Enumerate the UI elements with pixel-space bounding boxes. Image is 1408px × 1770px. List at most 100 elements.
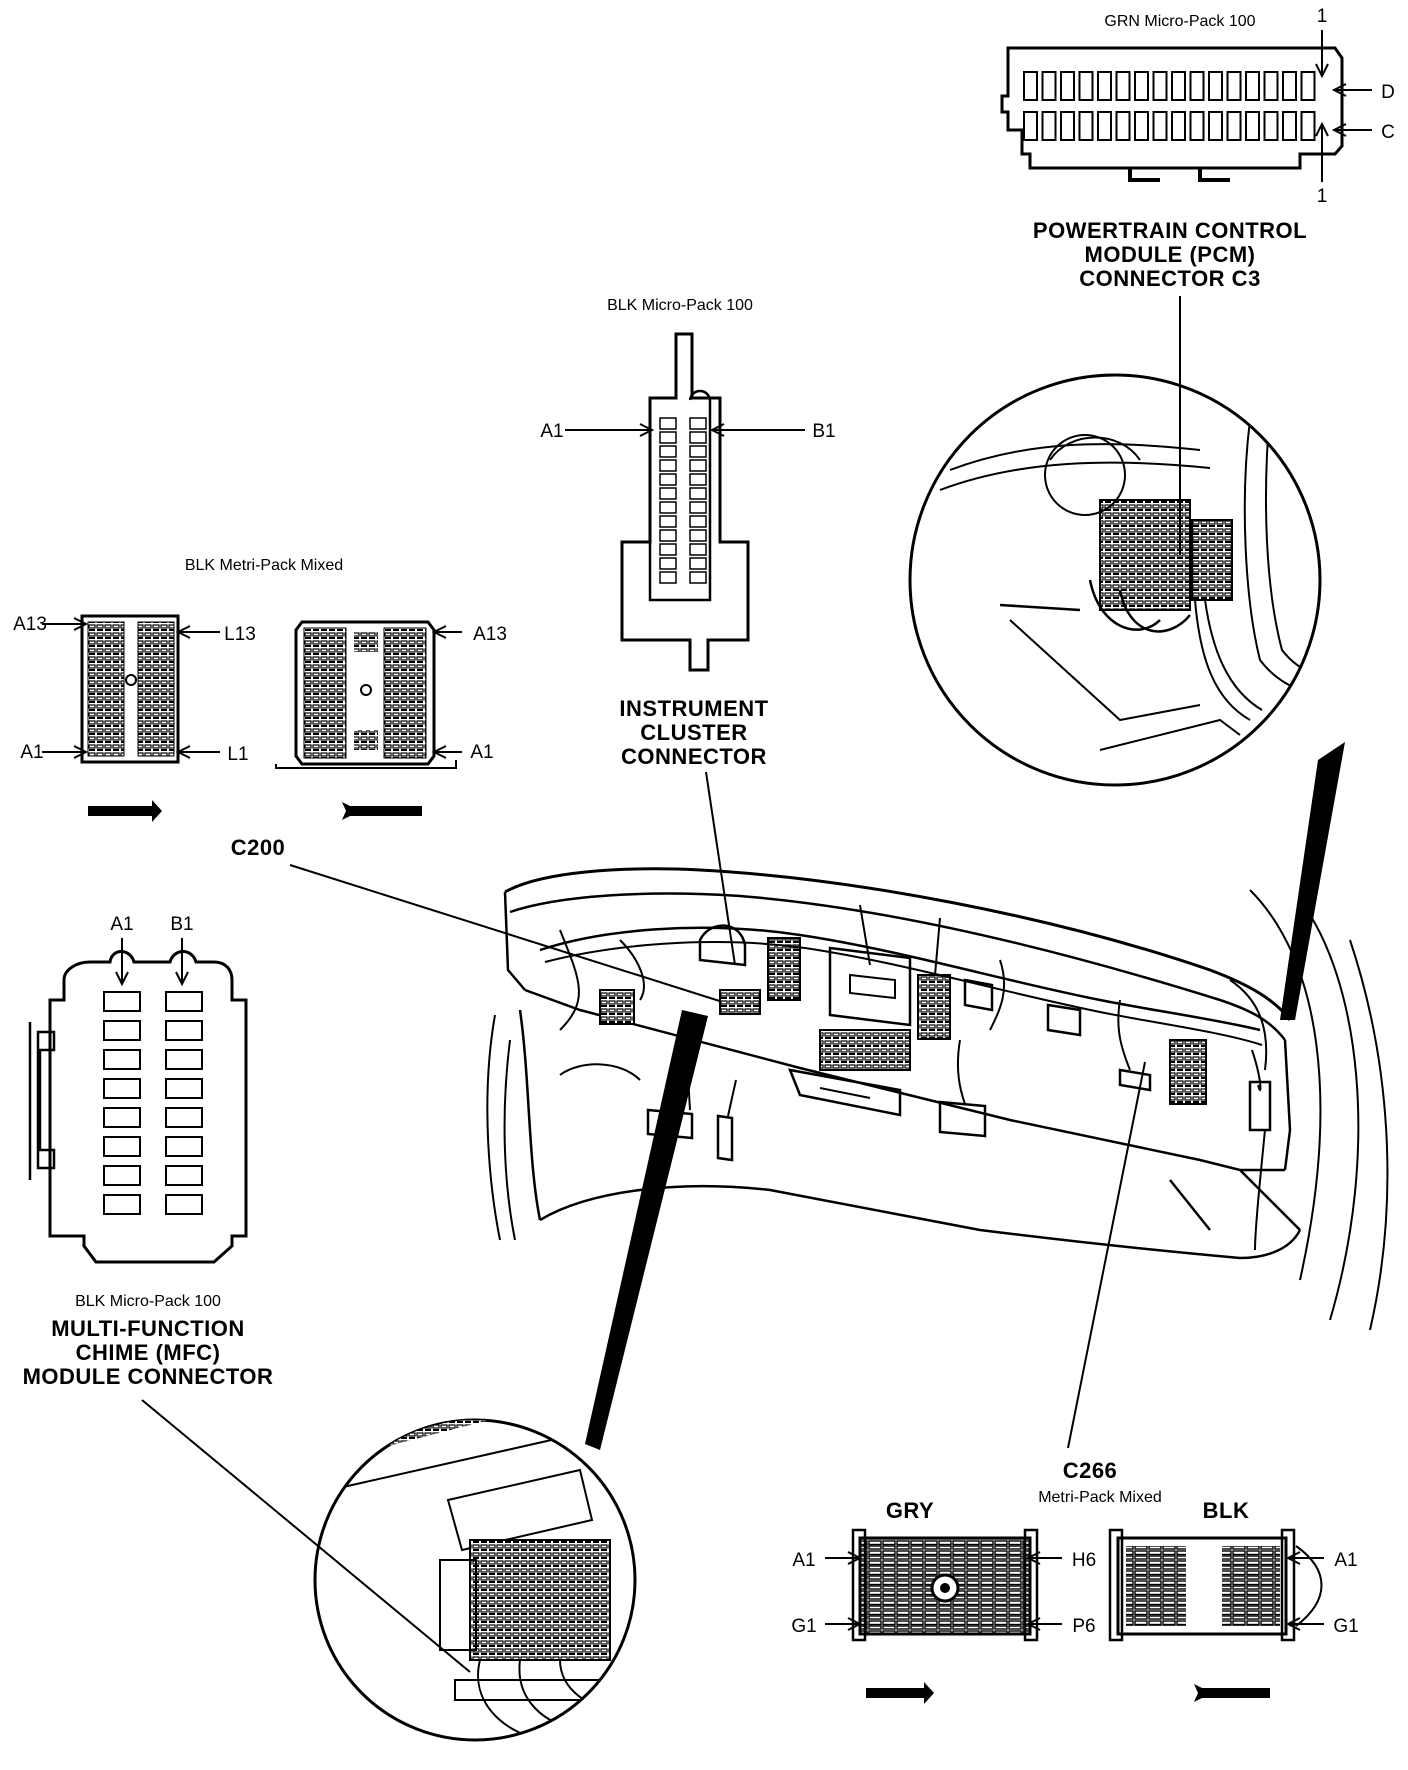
c266-id-label: C266 <box>1063 1458 1118 1483</box>
pcm-row-d-label: D <box>1381 82 1395 103</box>
cluster-pin-cavity <box>689 529 707 542</box>
cluster-pin-cavity <box>659 557 677 570</box>
pcm-caption-line-2: MODULE (PCM) <box>1085 242 1256 267</box>
pcm-caption-line-1: POWERTRAIN CONTROL <box>1033 218 1307 243</box>
mfc-pin-cavity <box>103 991 141 1012</box>
mfc-pin-cavity <box>165 1165 203 1186</box>
cluster-pin-cavity <box>689 487 707 500</box>
pcm-pin-cavity <box>1097 71 1112 101</box>
cluster-caption-line-1: INSTRUMENT <box>619 696 768 721</box>
mfc-pin-cavity <box>165 1020 203 1041</box>
pcm-pin-cavity <box>1171 111 1186 141</box>
pcm-pin-1-top: 1 <box>1317 6 1328 27</box>
pcm-caption-line-3: CONNECTOR C3 <box>1079 266 1261 291</box>
mfc-pin-a1-label: A1 <box>110 914 133 935</box>
cluster-pin-cavity <box>659 459 677 472</box>
pcm-pin-cavity <box>1078 111 1094 141</box>
pcm-pin-cavity <box>1245 71 1260 101</box>
cluster-pin-cavity <box>659 529 677 542</box>
cluster-pin-cavity <box>689 473 707 486</box>
cluster-pin-cavity <box>689 417 707 430</box>
mfc-pin-cavity <box>165 991 203 1012</box>
c266-blk-a1-label: A1 <box>1334 1550 1357 1571</box>
pcm-pin-cavity <box>1171 71 1186 101</box>
pcm-pin-cavity <box>1152 111 1168 141</box>
pcm-pin-cavity <box>1041 111 1057 141</box>
c266-connector-type: Metri-Pack Mixed <box>1038 1489 1162 1506</box>
cluster-pin-cavity <box>659 487 677 500</box>
c266-blk-g1-label: G1 <box>1333 1616 1358 1637</box>
mfc-pin-cavities <box>103 991 203 1215</box>
c266-h6-label: H6 <box>1072 1550 1096 1571</box>
cluster-pin-cavity <box>659 417 677 430</box>
pcm-pin-cavity <box>1263 111 1279 141</box>
mfc-pin-cavity <box>103 1136 141 1157</box>
pcm-connector-c3: GRN Micro-Pack 100 1 1 D C POWERTRAIN CO… <box>1000 6 1395 291</box>
cluster-pin-cavity <box>689 459 707 472</box>
cluster-pin-columns <box>659 417 707 584</box>
mfc-caption-line-3: MODULE CONNECTOR <box>23 1364 274 1389</box>
mfc-pin-cavity <box>165 1078 203 1099</box>
mfc-connector: A1 B1 BLK Micro-Pack 100 MULTI-FUNCTION … <box>23 914 471 1673</box>
c200-connector: BLK Metri-Pack Mixed A13 A1 L13 L1 A13 A… <box>13 557 749 1011</box>
cluster-connector-type: BLK Micro-Pack 100 <box>607 297 753 314</box>
cluster-caption-line-2: CLUSTER <box>640 720 747 745</box>
mfc-pin-cavity <box>103 1194 141 1215</box>
pcm-pin-cavity <box>1023 111 1038 141</box>
c266-p6-label: P6 <box>1072 1616 1095 1637</box>
pcm-pin-cavity <box>1078 71 1094 101</box>
c266-gry-g1-label: G1 <box>791 1616 816 1637</box>
c200-right-a1-label: A1 <box>470 742 493 763</box>
cluster-pin-b1-label: B1 <box>812 421 835 442</box>
c200-l13-label: L13 <box>224 624 256 645</box>
mfc-caption-line-1: MULTI-FUNCTION <box>51 1316 245 1341</box>
c200-connector-type: BLK Metri-Pack Mixed <box>185 557 343 574</box>
pcm-pin-cavity <box>1226 71 1242 101</box>
pcm-pin-cavity <box>1134 71 1149 101</box>
mfc-pin-cavity <box>103 1020 141 1041</box>
pcm-pin-cavity <box>1152 71 1168 101</box>
pcm-pin-rows <box>1023 71 1316 141</box>
pcm-pin-cavity <box>1189 71 1205 101</box>
cluster-pin-cavity <box>659 515 677 528</box>
cluster-pin-cavity <box>689 571 707 584</box>
pcm-pin-cavity <box>1226 111 1242 141</box>
mfc-detail-view <box>313 1010 708 1742</box>
pcm-row-c-label: C <box>1381 122 1395 143</box>
mfc-pin-cavity <box>103 1078 141 1099</box>
cluster-pin-cavity <box>659 543 677 556</box>
mfc-connector-type: BLK Micro-Pack 100 <box>75 1293 221 1310</box>
c200-id-label: C200 <box>231 835 286 860</box>
pcm-pin-cavity <box>1023 71 1038 101</box>
pcm-pin-cavity <box>1134 111 1149 141</box>
pcm-pin-cavity <box>1300 71 1316 101</box>
cluster-pin-cavity <box>659 473 677 486</box>
c200-left-a13-label: A13 <box>13 614 47 635</box>
pcm-pin-cavity <box>1263 71 1279 101</box>
cluster-pin-cavity <box>659 571 677 584</box>
mfc-caption-line-2: CHIME (MFC) <box>76 1340 221 1365</box>
c200-right-a13-label: A13 <box>473 624 507 645</box>
pcm-pin-cavity <box>1060 111 1075 141</box>
pcm-detail-view <box>908 296 1345 1020</box>
cluster-pin-cavity <box>689 543 707 556</box>
pcm-pin-cavity <box>1208 111 1223 141</box>
pcm-pin-cavity <box>1041 71 1057 101</box>
c266-gry-a1-label: A1 <box>792 1550 815 1571</box>
cluster-pin-a1-label: A1 <box>540 421 563 442</box>
cluster-pin-cavity <box>659 431 677 444</box>
pcm-pin-1-bottom: 1 <box>1317 186 1328 207</box>
mfc-pin-cavity <box>165 1194 203 1215</box>
mfc-pin-cavity <box>165 1049 203 1070</box>
cluster-pin-cavity <box>689 431 707 444</box>
c200-left-a1-label: A1 <box>20 742 43 763</box>
cluster-caption-line-3: CONNECTOR <box>621 744 767 769</box>
pcm-pin-cavity <box>1097 111 1112 141</box>
cluster-pin-cavity <box>689 557 707 570</box>
pcm-pin-cavity <box>1282 111 1297 141</box>
mfc-pin-cavity <box>103 1165 141 1186</box>
mfc-pin-b1-label: B1 <box>170 914 193 935</box>
mfc-pin-cavity <box>103 1049 141 1070</box>
mfc-pin-cavity <box>165 1107 203 1128</box>
